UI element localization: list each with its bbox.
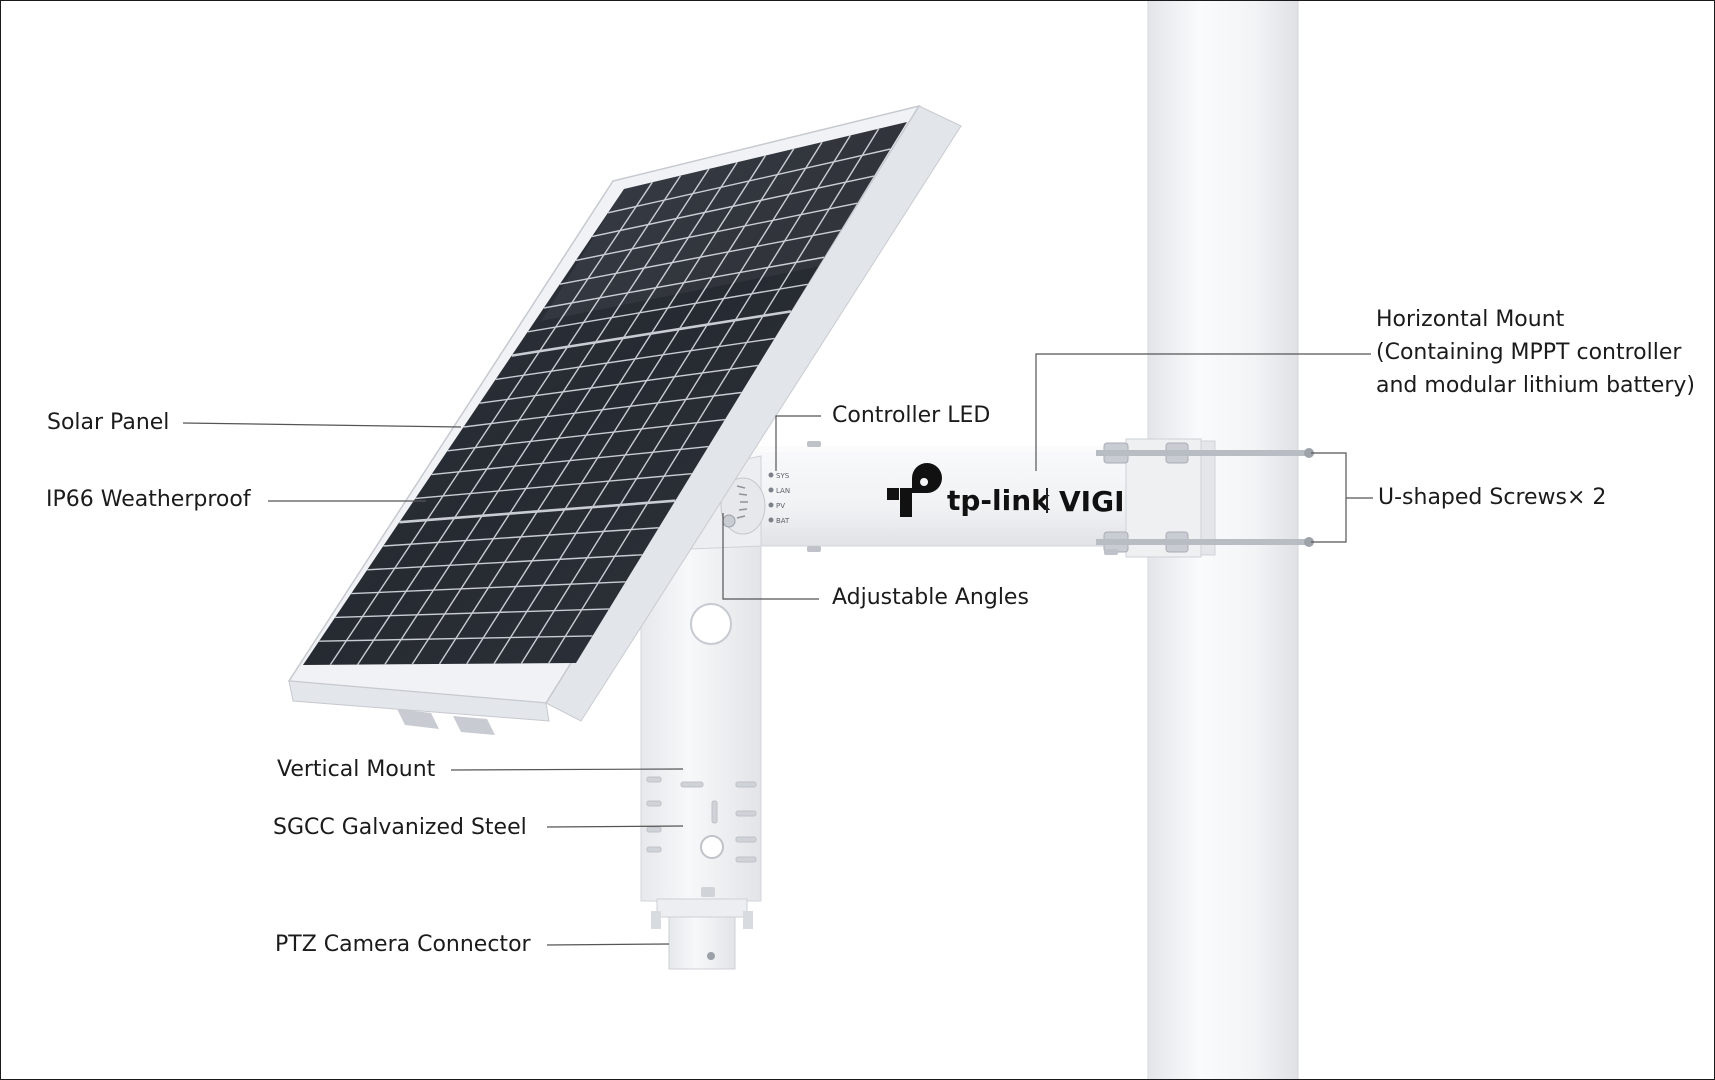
- callout-horizontal-mount-title: Horizontal Mount: [1376, 307, 1565, 332]
- led-bat-label: BAT: [776, 517, 790, 525]
- led-lan-label: LAN: [776, 487, 790, 495]
- cell-grid-line: [447, 418, 726, 452]
- callout-horizontal-mount-detail-1: (Containing MPPT controller: [1376, 340, 1682, 365]
- cell-grid-line: [575, 202, 858, 262]
- cell-grid-line: [335, 608, 610, 619]
- brand-company-text: tp-link: [947, 484, 1051, 517]
- leader-adjustable-angles: [722, 513, 819, 600]
- led-lan: LAN: [768, 487, 790, 495]
- bracket-u-screws: [1311, 452, 1347, 543]
- cell-grid-line: [479, 364, 759, 404]
- cell-grid-line: [607, 148, 891, 214]
- cell-grid-line: [351, 581, 626, 595]
- leader-solar-panel: [182, 422, 462, 428]
- pivot-hub: [690, 455, 766, 550]
- callout-sgcc-galvanized-steel: SGCC Galvanized Steel: [273, 815, 527, 840]
- callout-horizontal-mount-detail-2: and modular lithium battery): [1376, 373, 1695, 398]
- led-sys-label: SYS: [776, 472, 790, 480]
- horizontal-mount: [745, 438, 1314, 558]
- led-pv-label: PV: [776, 502, 785, 510]
- cell-grid-line: [495, 337, 775, 381]
- callout-u-shaped-screws: U-shaped Screws× 2: [1378, 485, 1607, 510]
- leader-lines: [182, 353, 1373, 946]
- led-pv: PV: [768, 502, 785, 510]
- cell-grid-line: [463, 391, 742, 428]
- leader-vertical-mount: [450, 768, 684, 771]
- led-sys: SYS: [768, 472, 790, 480]
- cell-grid-line: [527, 283, 808, 333]
- cell-grid-line: [559, 229, 841, 285]
- callout-ptz-camera-connector: PTZ Camera Connector: [275, 932, 531, 957]
- controller-led-panel: SYS LAN PV BAT: [768, 472, 790, 525]
- tp-link-logo-icon: [887, 463, 942, 517]
- led-bat: BAT: [768, 517, 790, 525]
- solar-panel: [287, 104, 962, 735]
- vertical-mount: [640, 545, 762, 970]
- cell-grid-line: [383, 527, 659, 547]
- brand-product-line-text: VIGI: [1059, 485, 1125, 518]
- cell-grid-line: [415, 472, 692, 500]
- callout-adjustable-angles: Adjustable Angles: [832, 585, 1029, 610]
- leader-controller-led: [775, 415, 821, 471]
- cell-grid-line: [399, 499, 676, 524]
- cell-grid-line: [543, 256, 825, 309]
- leader-horizontal-mount: [1035, 353, 1371, 471]
- cell-grid-line: [431, 445, 709, 476]
- cell-grid-line: [591, 175, 875, 238]
- cell-grid-line: [367, 554, 643, 571]
- callout-solar-panel: Solar Panel: [47, 410, 170, 435]
- leader-sgcc-steel: [546, 825, 684, 828]
- leader-ptz-connector: [546, 943, 670, 946]
- callout-vertical-mount: Vertical Mount: [277, 757, 436, 782]
- cell-grid-line: [319, 635, 593, 642]
- cell-grid-line: [511, 310, 792, 357]
- callout-ip66-weatherproof: IP66 Weatherproof: [46, 487, 251, 512]
- callout-controller-led: Controller LED: [832, 403, 991, 428]
